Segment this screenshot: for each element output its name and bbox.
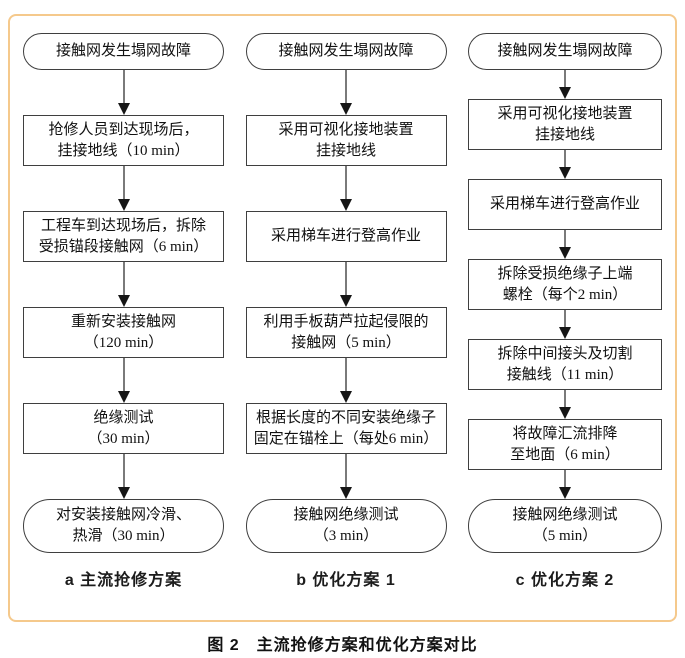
node-text: 拆除中间接头及切割 [497, 345, 633, 362]
arrow-down-icon [468, 390, 662, 419]
flow-node-step: 根据长度的不同安装绝缘子 固定在锚栓上（每处6 min） [245, 403, 447, 454]
flow-node-end: 接触网绝缘测试 （3 min） [245, 499, 447, 553]
arrow-down-icon [468, 150, 662, 179]
node-text: 根据长度的不同安装绝缘子 [255, 409, 436, 426]
flow-node-step: 抢修人员到达现场后， 挂接地线（10 min） [23, 115, 224, 166]
node-text: 采用梯车进行登高作业 [270, 228, 421, 245]
node-text: 采用梯车进行登高作业 [489, 196, 640, 213]
arrow-down-icon [23, 454, 224, 499]
node-text: 采用可视化接地装置 [497, 105, 633, 122]
node-text: 接触网绝缘测试 [512, 507, 618, 524]
node-text: 螺栓（每个2 min） [502, 286, 628, 303]
flow-node-step: 重新安装接触网 （120 min） [23, 307, 224, 358]
flow-node-step: 工程车到达现场后，拆除 受损锚段接触网（6 min） [23, 211, 224, 262]
node-text: 接触网发生塌网故障 [278, 43, 414, 60]
node-text: 挂接地线 [534, 126, 595, 143]
flow-node-start: 接触网发生塌网故障 [245, 33, 447, 70]
node-text: （30 min） [87, 430, 160, 447]
arrow-down-icon [246, 166, 447, 211]
arrow-down-icon [23, 262, 224, 307]
node-text: （5 min） [532, 528, 598, 544]
flow-node-step: 采用可视化接地装置 挂接地线 [245, 115, 447, 166]
node-text: 接触线（11 min） [506, 366, 624, 383]
node-text: 对安装接触网冷滑、 [55, 507, 191, 524]
arrow-down-icon [246, 454, 447, 499]
node-text: （120 min） [83, 334, 164, 351]
node-text: 拆除受损绝缘子上端 [497, 265, 633, 282]
node-text: 重新安装接触网 [70, 313, 176, 330]
column-optimized-scheme-2: 接触网发生塌网故障 采用可视化接地装置 挂接地线 采用梯车进行登高作业 拆除受损… [468, 33, 662, 590]
node-text: 接触网（5 min） [291, 334, 401, 351]
node-text: 接触网发生塌网故障 [497, 43, 633, 60]
arrow-down-icon [468, 230, 662, 259]
node-text: （3 min） [313, 528, 379, 544]
flow-node-step: 拆除中间接头及切割 接触线（11 min） [468, 339, 662, 390]
column-optimized-scheme-1: 接触网发生塌网故障 采用可视化接地装置 挂接地线 采用梯车进行登高作业 利用手板… [245, 33, 447, 590]
arrow-down-icon [246, 358, 447, 403]
arrow-down-icon [468, 310, 662, 339]
node-text: 接触网发生塌网故障 [55, 43, 191, 60]
flow-node-end: 接触网绝缘测试 （5 min） [468, 499, 662, 553]
flow-node-step: 采用梯车进行登高作业 [468, 179, 662, 230]
node-text: 固定在锚栓上（每处6 min） [253, 430, 439, 447]
node-text: 挂接地线（10 min） [57, 142, 190, 159]
flow-node-step: 采用梯车进行登高作业 [245, 211, 447, 262]
flow-node-step: 拆除受损绝缘子上端 螺栓（每个2 min） [468, 259, 662, 310]
arrow-down-icon [468, 70, 662, 99]
flow-node-step: 将故障汇流排降 至地面（6 min） [468, 419, 662, 470]
arrow-down-icon [23, 166, 224, 211]
flow-node-end: 对安装接触网冷滑、 热滑（30 min） [23, 499, 224, 553]
node-text: 至地面（6 min） [510, 446, 620, 463]
flow-node-step: 利用手板葫芦拉起侵限的 接触网（5 min） [245, 307, 447, 358]
flow-node-step: 绝缘测试 （30 min） [23, 403, 224, 454]
column-main-scheme: 接触网发生塌网故障 抢修人员到达现场后， 挂接地线（10 min） 工程车到达现… [23, 33, 224, 590]
flow-node-start: 接触网发生塌网故障 [468, 33, 662, 70]
flowchart-panel: 接触网发生塌网故障 抢修人员到达现场后， 挂接地线（10 min） 工程车到达现… [8, 14, 677, 622]
node-text: 绝缘测试 [93, 409, 154, 426]
flow-node-start: 接触网发生塌网故障 [23, 33, 224, 70]
node-text: 将故障汇流排降 [512, 425, 618, 442]
arrow-down-icon [23, 358, 224, 403]
column-label: b 优化方案 1 [296, 572, 396, 589]
arrow-down-icon [23, 70, 224, 115]
node-text: 挂接地线 [315, 142, 376, 159]
node-text: 工程车到达现场后，拆除 [40, 217, 206, 234]
node-text: 采用可视化接地装置 [278, 121, 414, 138]
arrow-down-icon [468, 470, 662, 499]
node-text: 利用手板葫芦拉起侵限的 [263, 313, 429, 330]
column-label: a 主流抢修方案 [64, 572, 183, 589]
arrow-down-icon [246, 70, 447, 115]
figure-caption: 图 2 主流抢修方案和优化方案对比 [207, 637, 478, 654]
flowchart-columns: 接触网发生塌网故障 抢修人员到达现场后， 挂接地线（10 min） 工程车到达现… [10, 16, 675, 590]
flow-node-step: 采用可视化接地装置 挂接地线 [468, 99, 662, 150]
node-text: 受损锚段接触网（6 min） [38, 238, 209, 255]
node-text: 接触网绝缘测试 [293, 507, 399, 524]
arrow-down-icon [246, 262, 447, 307]
node-text: 热滑（30 min） [72, 528, 175, 544]
node-text: 抢修人员到达现场后， [48, 121, 199, 138]
column-label: c 优化方案 2 [515, 572, 615, 589]
